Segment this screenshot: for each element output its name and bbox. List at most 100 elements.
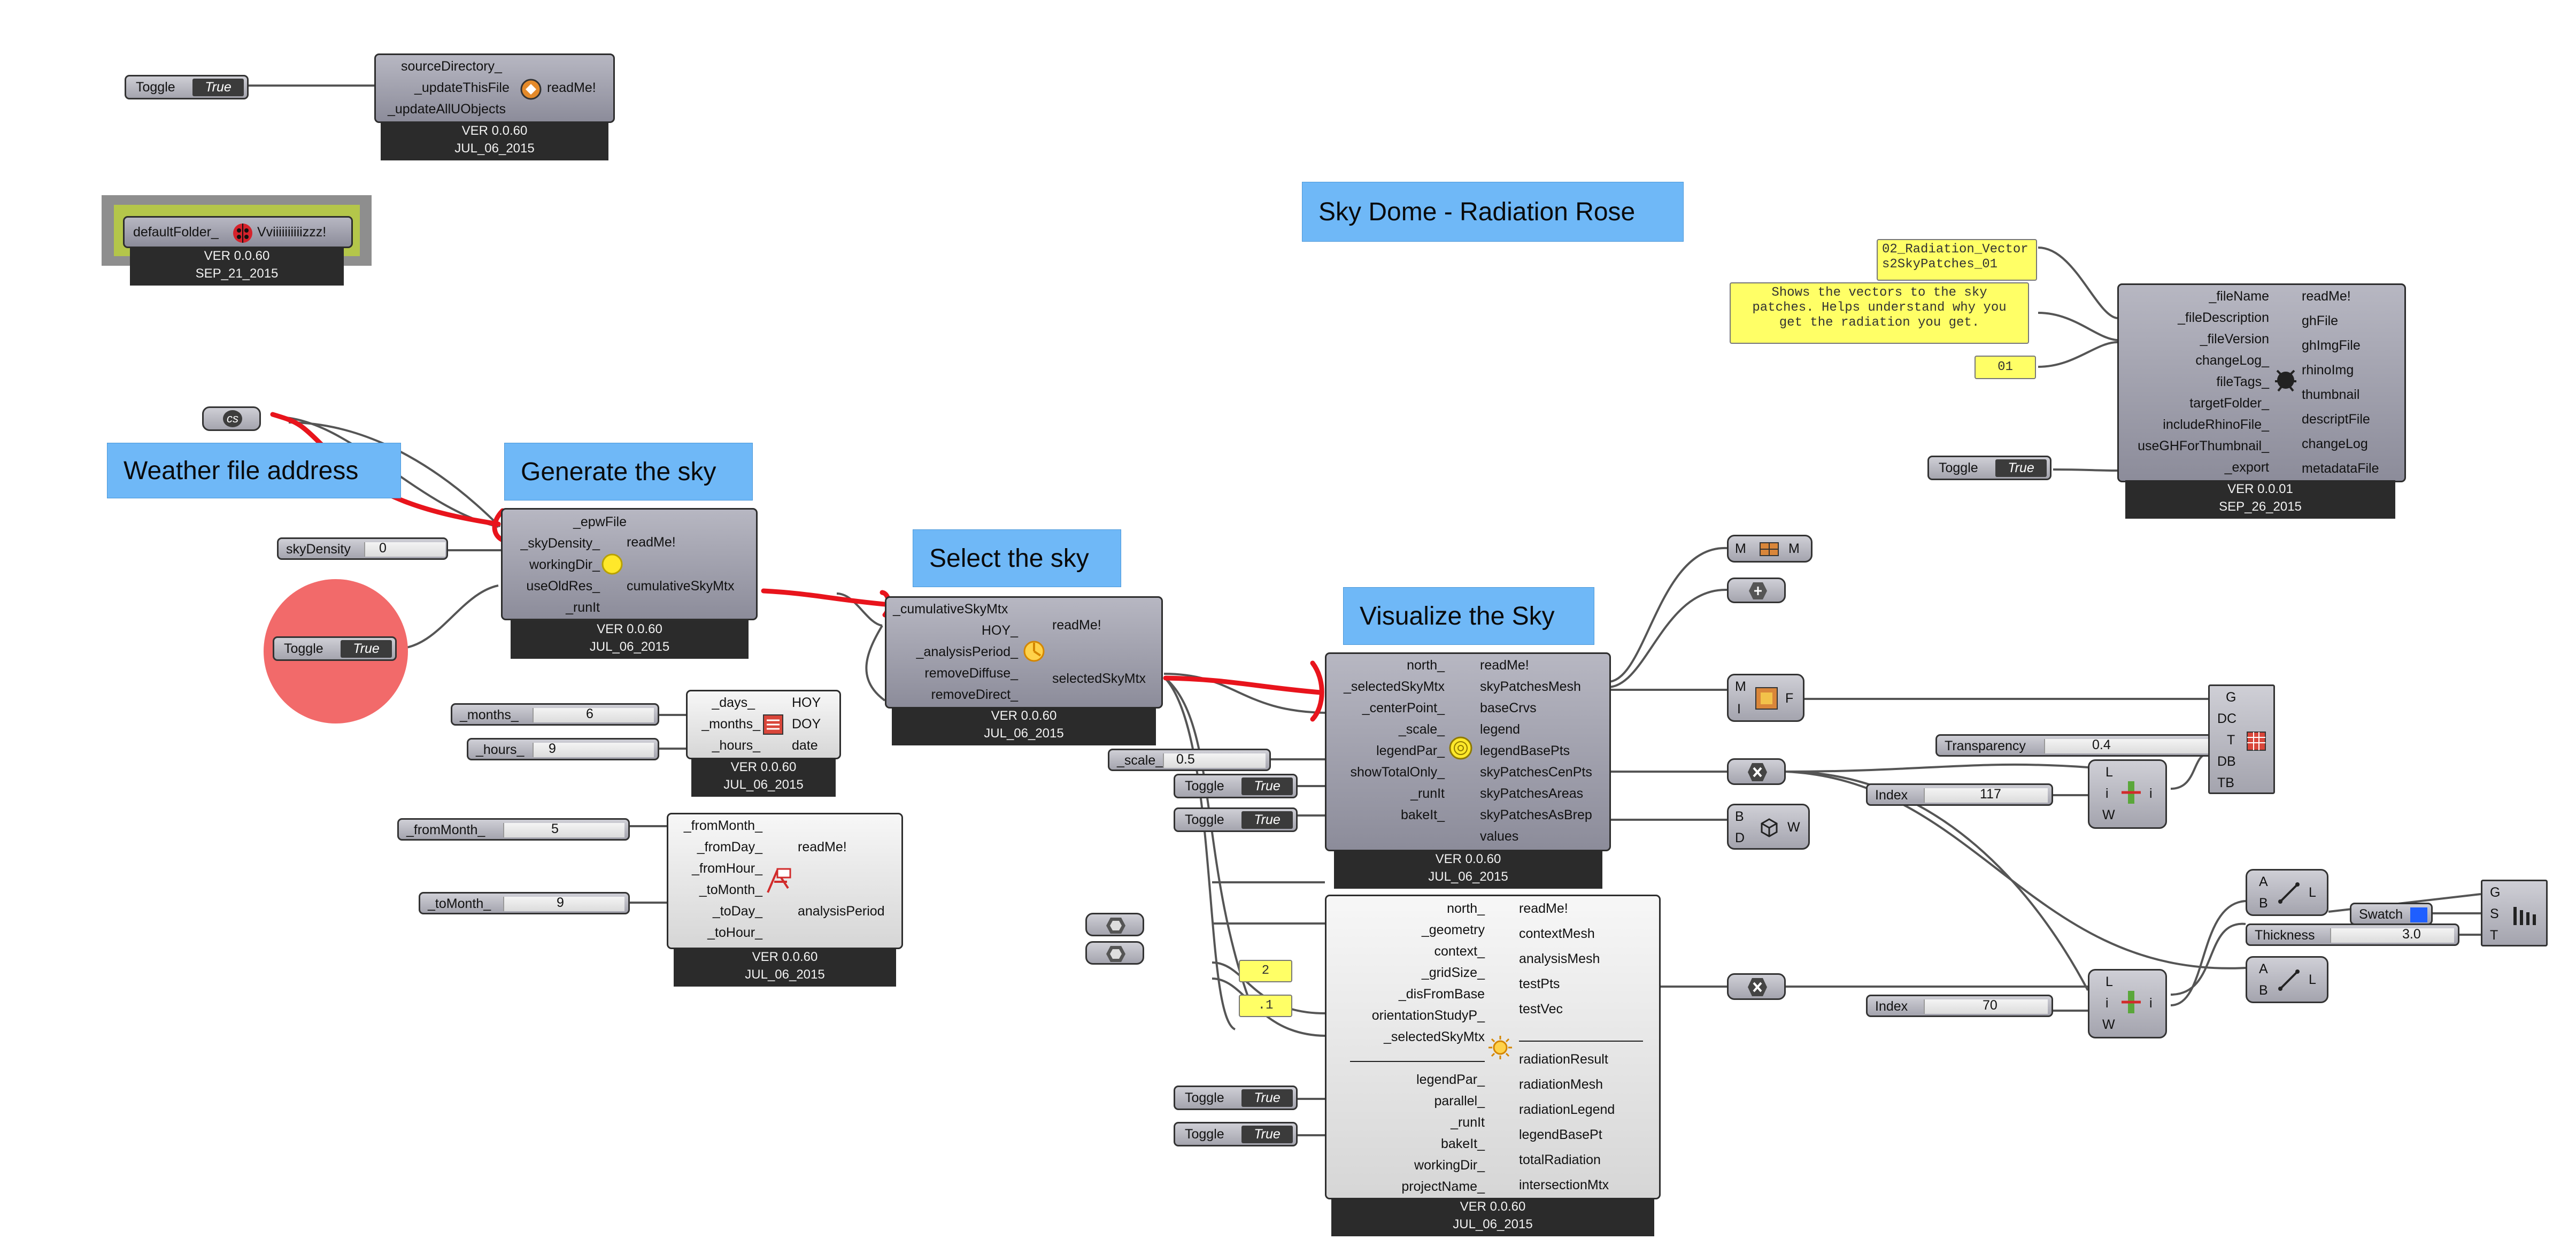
wire-highlight	[761, 588, 888, 607]
slider-track[interactable]	[503, 897, 624, 911]
toggle-run-gensky[interactable]: Toggle True	[273, 636, 397, 661]
slider-track[interactable]	[1163, 753, 1266, 768]
toggle-update[interactable]: Toggle True	[125, 75, 249, 99]
selectskymtx-component[interactable]: _cumulativeSkyMtx HOY_ _analysisPeriod_ …	[885, 596, 1163, 709]
toggle-value[interactable]: True	[1241, 778, 1293, 795]
toggle-value[interactable]: True	[1241, 1089, 1293, 1107]
output-label: contextMesh	[1519, 926, 1595, 941]
toggle-value[interactable]: True	[341, 640, 392, 658]
cull-component[interactable]	[1727, 578, 1786, 603]
output-label: i	[2149, 996, 2153, 1011]
slider-transparency[interactable]: Transparency 0.4	[1935, 734, 2219, 757]
slider-hours[interactable]: _hours_ 9	[467, 738, 659, 760]
slider-index-2[interactable]: Index 70	[1866, 995, 2053, 1017]
slider-value: 9	[557, 895, 564, 910]
list-item-component-1[interactable]: L i W i	[2088, 759, 2167, 829]
output-label: selectedSkyMtx	[1052, 671, 1146, 686]
input-label: _selectedSkyMtx	[1384, 1029, 1485, 1044]
output-label: intersectionMtx	[1519, 1177, 1609, 1192]
swatch-param[interactable]: Swatch	[2350, 903, 2433, 925]
disfrombase-panel[interactable]: .1	[1239, 995, 1292, 1017]
point-icon	[1748, 763, 1767, 781]
point-param-2[interactable]	[1727, 973, 1786, 1000]
custom-preview-component[interactable]: G DC T DB TB	[2208, 684, 2275, 794]
slider-scale[interactable]: _scale_ 0.5	[1108, 749, 1271, 771]
slider-frommonth[interactable]: _fromMonth_ 5	[397, 818, 630, 841]
toggle-value[interactable]: True	[1241, 811, 1293, 829]
input-label: W	[2102, 807, 2115, 822]
gridsize-panel[interactable]: 2	[1239, 960, 1292, 982]
toggle-bakeit-rad[interactable]: Toggle True	[1174, 1122, 1298, 1146]
toggle-runit-rad[interactable]: Toggle True	[1174, 1086, 1298, 1110]
version-panel[interactable]: 01	[1975, 356, 2036, 379]
input-label: W	[2102, 1017, 2115, 1032]
date-text: SEP_21_2015	[195, 266, 279, 281]
slider-tomonth[interactable]: _toMonth_ 9	[419, 892, 630, 914]
input-label: projectName_	[1401, 1179, 1485, 1194]
toggle-runit-vis[interactable]: Toggle True	[1174, 807, 1298, 832]
input-label: _hours_	[712, 738, 760, 753]
slider-track[interactable]	[1924, 788, 2048, 803]
input-label: defaultFolder_	[133, 225, 219, 240]
radiation-analysis-component[interactable]: north_ _geometry context_ _gridSize_ _di…	[1325, 895, 1661, 1199]
slider-thickness[interactable]: Thickness 3.0	[2246, 923, 2459, 946]
description-panel[interactable]: Shows the vectors to the sky patches. He…	[1730, 282, 2029, 344]
export-component[interactable]: _fileName _fileDescription _fileVersion …	[2117, 283, 2406, 482]
cs-param[interactable]: cs	[202, 406, 261, 431]
context-param[interactable]	[1085, 941, 1144, 965]
brep-box-icon	[1761, 818, 1778, 837]
slider-index-1[interactable]: Index 117	[1866, 783, 2053, 806]
lineweight-icon	[2513, 907, 2536, 925]
filename-panel[interactable]: 02_Radiation_Vectors2SkyPatches_01	[1877, 239, 2037, 281]
point-param[interactable]	[1727, 758, 1786, 785]
slider-months[interactable]: _months_ 6	[451, 703, 659, 726]
version-badge: VER 0.0.60 JUL_06_2015	[1331, 1198, 1654, 1236]
input-label: B	[1735, 809, 1744, 824]
output-label: L	[2309, 885, 2316, 900]
line-component-1[interactable]: A B L	[2246, 869, 2328, 916]
output-label: analysisPeriod	[798, 904, 885, 919]
mesh-faces-component[interactable]: M I F	[1727, 674, 1804, 722]
version-text: VER 0.0.60	[752, 950, 818, 964]
input-label: workingDir_	[1414, 1158, 1485, 1173]
preview-lineweights-component[interactable]: G S T	[2481, 880, 2548, 946]
slider-value: 70	[1983, 998, 1997, 1013]
slider-skydensity[interactable]: skyDensity 0	[277, 537, 448, 560]
slider-track[interactable]	[533, 708, 654, 722]
toggle-showtotal[interactable]: Toggle True	[1174, 774, 1298, 798]
input-label: _epwFile	[573, 514, 627, 529]
toggle-export[interactable]: Toggle True	[1927, 456, 2051, 480]
wire	[1163, 676, 1236, 1030]
toggle-label: Toggle	[1939, 460, 1978, 475]
geometry-param[interactable]	[1085, 913, 1144, 936]
preview-icon	[2247, 732, 2266, 751]
slider-track[interactable]	[1924, 999, 2048, 1014]
toggle-value[interactable]: True	[192, 79, 244, 96]
date-text: JUL_06_2015	[1453, 1217, 1533, 1231]
list-item-component-2[interactable]: L i W i	[2088, 969, 2167, 1038]
update-component[interactable]: sourceDirectory_ _updateThisFile _update…	[374, 53, 615, 123]
skydome-component[interactable]: north_ _selectedSkyMtx _centerPoint_ _sc…	[1325, 652, 1611, 851]
slider-track[interactable]	[503, 823, 624, 837]
brep-wireframe-component[interactable]: B D W	[1727, 804, 1810, 850]
line-component-2[interactable]: A B L	[2246, 956, 2328, 1003]
toggle-value[interactable]: True	[1995, 459, 2047, 477]
slider-track[interactable]	[533, 743, 654, 757]
wire	[1607, 546, 1727, 683]
ladybug-icon	[233, 224, 252, 243]
ladybug-component[interactable]: defaultFolder_ Vviiiiiiiiiizzz!	[123, 216, 353, 248]
hoy-component[interactable]: _days_ _months_ _hours_ HOY DOY date	[686, 690, 841, 759]
version-badge: VER 0.0.60 JUL_06_2015	[892, 707, 1156, 745]
date-text: JUL_06_2015	[1428, 869, 1508, 884]
toggle-value[interactable]: True	[1241, 1126, 1293, 1143]
toggle-label: Toggle	[1185, 1090, 1224, 1105]
gencumulativesky-component[interactable]: _epwFile _skyDensity_ workingDir_ useOld…	[501, 508, 758, 620]
slider-track[interactable]	[364, 542, 445, 557]
output-label: Vviiiiiiiiiizzz!	[257, 225, 327, 240]
slider-track[interactable]	[2330, 928, 2454, 943]
mesh-join-component[interactable]: M M	[1727, 535, 1813, 563]
analysis-period-component[interactable]: _fromMonth_ _fromDay_ _fromHour_ _toMont…	[667, 813, 903, 949]
slider-track[interactable]	[2044, 739, 2213, 753]
swatch-color[interactable]	[2410, 907, 2427, 922]
